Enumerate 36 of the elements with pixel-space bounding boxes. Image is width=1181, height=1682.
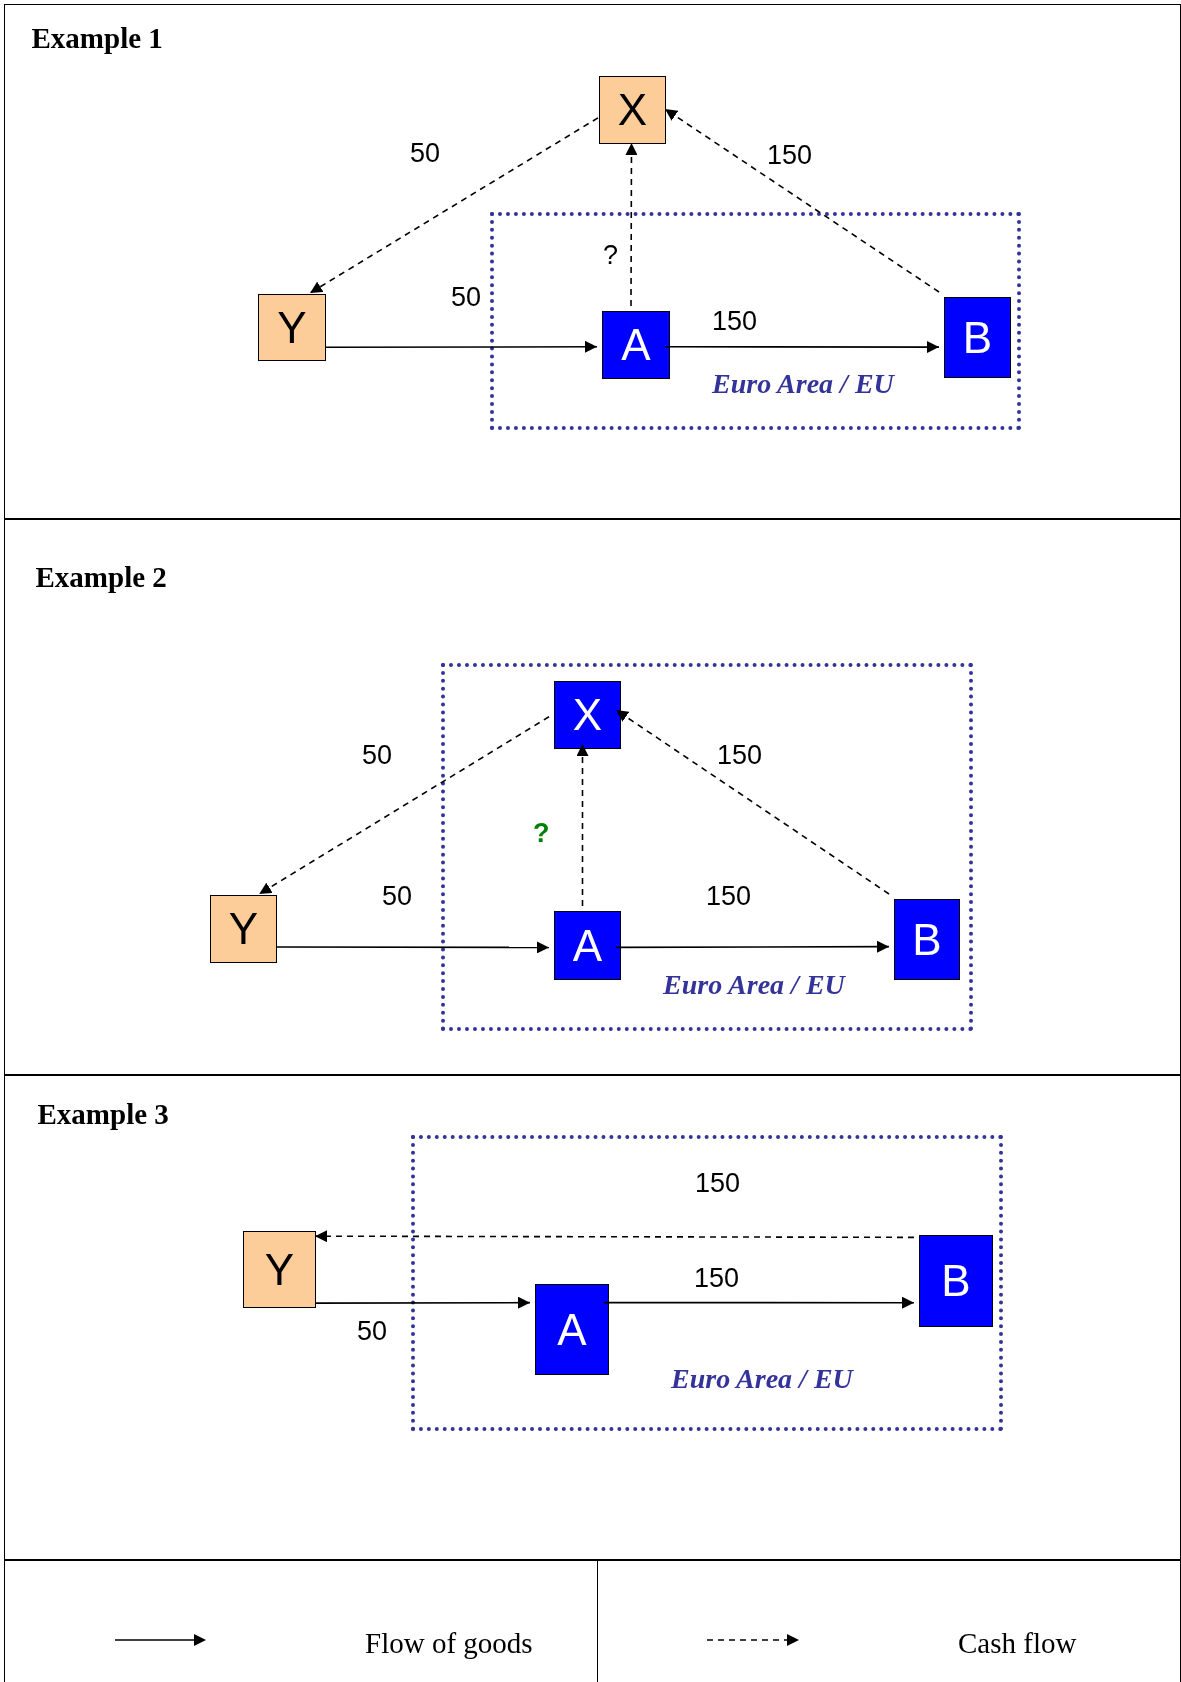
entity-box: Y — [210, 895, 277, 963]
legend-text: Cash flow — [958, 1627, 1077, 1660]
arrow — [324, 340, 598, 353]
panel-heading: Example 3 — [37, 1097, 169, 1131]
region-label: Euro Area / EU — [663, 969, 845, 1001]
arrow — [576, 743, 589, 907]
edge-label: ? — [533, 820, 550, 847]
panel-frame — [4, 1075, 1181, 1560]
region-border — [490, 212, 1021, 430]
entity-box: A — [602, 311, 670, 379]
entity-box: X — [599, 76, 666, 144]
arrow — [314, 1296, 531, 1309]
entity-box: Y — [258, 294, 326, 361]
arrow — [664, 341, 940, 354]
entity-box: Y — [243, 1231, 316, 1308]
entity-box: B — [894, 899, 960, 980]
panel-heading: Example 2 — [35, 560, 167, 594]
arrow — [615, 940, 890, 953]
arrow — [275, 941, 550, 954]
arrow — [309, 117, 599, 294]
arrow — [615, 709, 890, 895]
arrow — [664, 108, 940, 293]
region-border — [441, 663, 973, 1031]
region-label: Euro Area / EU — [712, 368, 894, 400]
entity-box: B — [919, 1235, 993, 1327]
panel-heading: Example 1 — [31, 21, 163, 55]
legend-text: Flow of goods — [365, 1627, 533, 1660]
arrow — [258, 716, 550, 895]
arrow — [603, 1296, 915, 1309]
entity-box: X — [554, 681, 621, 749]
region-label: Euro Area / EU — [671, 1363, 853, 1395]
entity-box: B — [944, 297, 1011, 378]
arrow — [314, 1230, 915, 1243]
entity-box: A — [554, 911, 621, 980]
entity-box: A — [535, 1284, 609, 1375]
arrow — [625, 142, 638, 307]
